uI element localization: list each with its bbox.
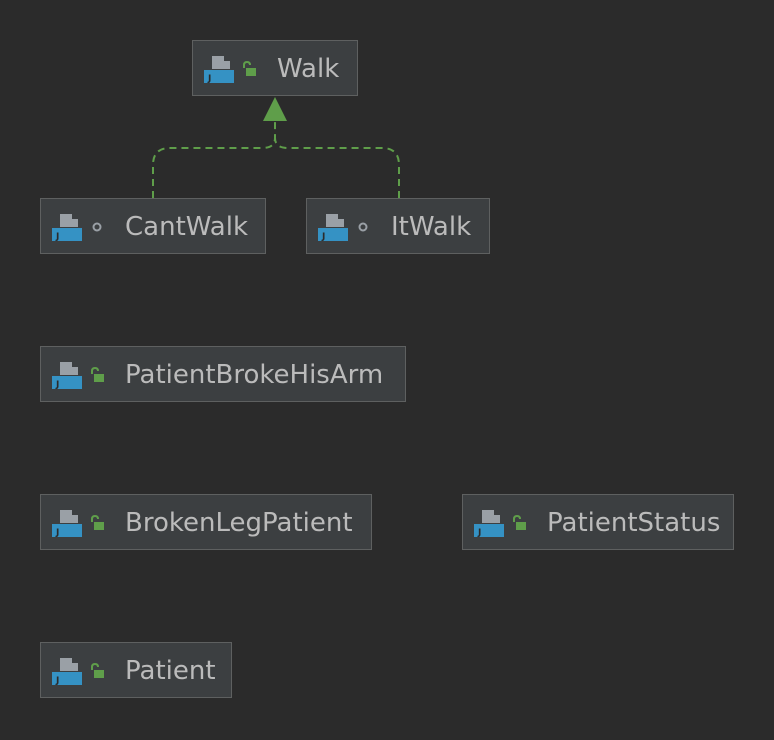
package-private-circle-icon [92,222,102,232]
java-class-icon: J [52,510,82,538]
public-lock-open-icon [91,663,104,678]
edge-cantwalk-to-walk [152,118,276,198]
class-name: Walk [277,54,340,84]
class-node-patient[interactable]: J Patient [40,642,232,698]
java-class-icon: J [204,56,234,84]
java-class-icon: J [474,510,504,538]
svg-text:J: J [321,232,325,242]
svg-text:J: J [477,528,481,538]
public-lock-open-icon [243,61,256,76]
class-node-patientstatus[interactable]: J PatientStatus [462,494,734,550]
class-node-cantwalk[interactable]: J CantWalk [40,198,266,254]
class-name: PatientBrokeHisArm [125,360,384,390]
java-class-icon: J [52,658,82,686]
java-class-icon: J [52,214,82,242]
class-name: BrokenLegPatient [125,508,353,538]
class-node-brokenlegpatient[interactable]: J BrokenLegPatient [40,494,372,550]
class-name: Patient [125,656,216,686]
public-lock-open-icon [91,515,104,530]
edge-itwalk-to-walk [274,137,400,198]
public-lock-open-icon [513,515,526,530]
package-private-circle-icon [358,222,368,232]
svg-text:J: J [207,74,211,84]
class-node-itwalk[interactable]: J ItWalk [306,198,490,254]
public-lock-open-icon [91,367,104,382]
class-name: PatientStatus [547,508,721,538]
svg-text:J: J [55,676,59,686]
class-name: ItWalk [391,212,472,242]
class-name: CantWalk [125,212,249,242]
svg-text:J: J [55,232,59,242]
svg-text:J: J [55,380,59,390]
java-class-icon: J [318,214,348,242]
class-node-walk[interactable]: J Walk [192,40,358,96]
java-class-icon: J [52,362,82,390]
svg-text:J: J [55,528,59,538]
implements-arrowhead [263,97,287,121]
class-node-patientbrokehisarm[interactable]: J PatientBrokeHisArm [40,346,406,402]
